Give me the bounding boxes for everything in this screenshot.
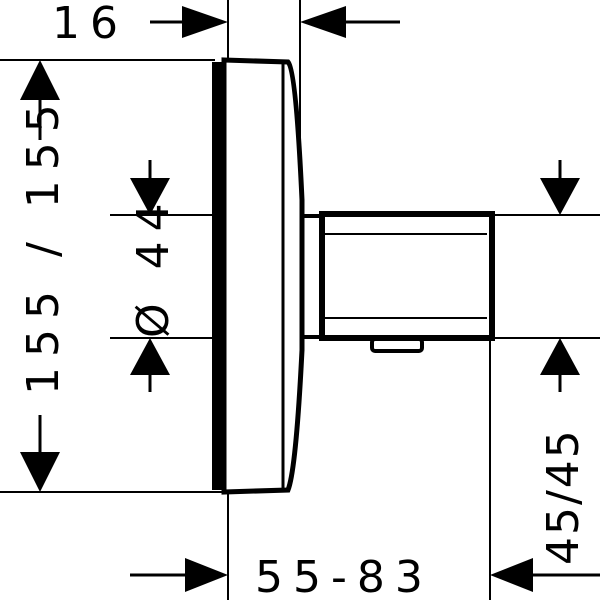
- dim-plate-height-label: 155 / 155: [18, 94, 69, 395]
- arrow-left-icon: [300, 6, 346, 38]
- arrow-up-icon: [130, 338, 170, 375]
- wall-plate: [212, 57, 305, 495]
- arrow-down-icon: [130, 178, 170, 215]
- arrow-right-icon: [182, 6, 228, 38]
- dim-offset-label: 45/45: [538, 428, 589, 565]
- arrow-down-icon: [20, 452, 60, 492]
- arrow-down-icon: [540, 178, 580, 215]
- arrow-up-icon: [20, 60, 60, 100]
- outlet-housing: [302, 211, 495, 353]
- dim-installation-depth-label: 55-83: [255, 552, 433, 600]
- arrow-right-icon: [185, 558, 228, 592]
- arrow-up-icon: [540, 338, 580, 375]
- arrow-left-icon: [490, 558, 533, 592]
- dim-plate-depth-label: 16: [52, 0, 128, 49]
- dim-diameter-label: Ø 44: [128, 193, 179, 338]
- arrowheads: [20, 6, 580, 592]
